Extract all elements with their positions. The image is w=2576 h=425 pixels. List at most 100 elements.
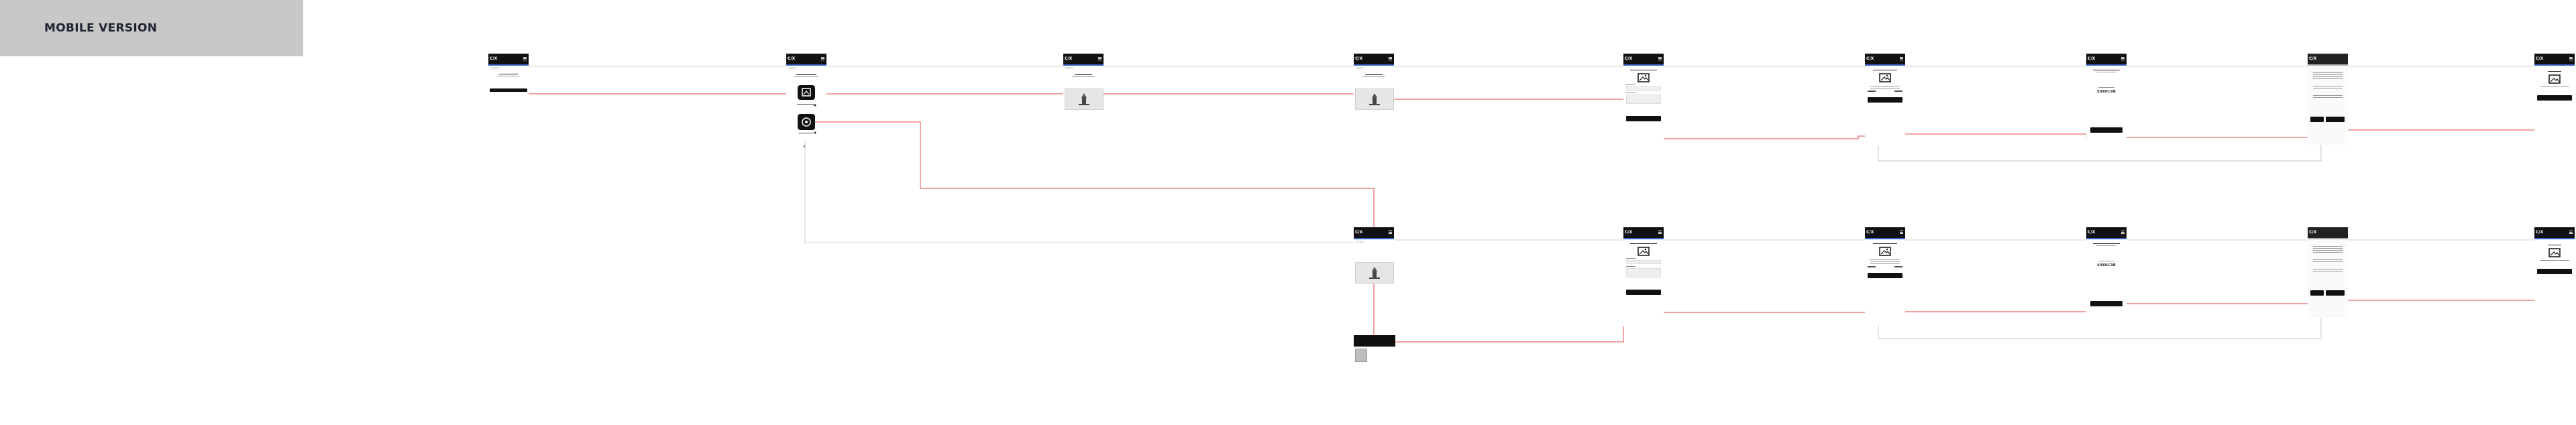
primary-button[interactable] [490, 88, 527, 92]
screen-subtitle [1362, 76, 1385, 77]
media-label [797, 104, 814, 105]
menu-icon[interactable] [1658, 57, 1662, 60]
app-header: C/X [1623, 54, 1664, 64]
screen-title [1630, 243, 1657, 244]
confirm-button[interactable] [1868, 273, 1902, 278]
app-header: C/X [2534, 54, 2575, 64]
description-line [2540, 260, 2569, 261]
text-field[interactable] [1626, 260, 1661, 264]
description-line [1870, 259, 1900, 260]
app-logo: C/X [490, 56, 498, 61]
breadcrumb [788, 67, 796, 69]
accent-bar [1865, 238, 1905, 239]
accent-bar [1623, 64, 1664, 66]
accent-bar [2086, 238, 2127, 239]
accent-bar [1063, 64, 1104, 66]
continue-button[interactable] [2090, 301, 2123, 306]
continue-button[interactable] [2090, 127, 2123, 133]
menu-icon[interactable] [2569, 231, 2573, 234]
menu-icon[interactable] [1658, 231, 1662, 234]
description-line [2313, 95, 2343, 96]
menu-icon[interactable] [1900, 231, 1903, 234]
description-line [2313, 246, 2343, 247]
mobile-screen: C/X [1623, 227, 1664, 317]
description-line [2540, 86, 2569, 87]
menu-icon[interactable] [523, 57, 527, 60]
app-header: C/X [1354, 54, 1394, 64]
app-logo: C/X [1625, 56, 1633, 61]
connector-line [815, 121, 1375, 229]
menu-icon[interactable] [2569, 57, 2573, 60]
menu-icon[interactable] [2121, 231, 2125, 234]
screen-title [1873, 243, 1897, 244]
screen-title [1365, 74, 1383, 75]
connector-line [1394, 326, 1624, 343]
description-line [2313, 78, 2343, 79]
image-placeholder-icon [1879, 73, 1891, 82]
secondary-button[interactable] [2310, 117, 2324, 122]
app-header: C/X [2534, 227, 2575, 238]
breadcrumb [1356, 67, 1364, 69]
camera-icon[interactable] [798, 114, 815, 130]
accent-bar [1354, 64, 1394, 66]
submit-button[interactable] [1626, 116, 1661, 121]
app-logo: C/X [1355, 230, 1363, 235]
connector-endpoint [814, 131, 816, 134]
menu-icon[interactable] [821, 57, 824, 60]
description-line [2313, 261, 2343, 262]
description-line [2313, 259, 2343, 260]
camera-view[interactable] [1355, 88, 1394, 110]
breadcrumb [1065, 67, 1073, 69]
app-header: C/X [786, 54, 826, 64]
app-logo: C/X [1625, 230, 1633, 235]
screen-subtitle [1072, 76, 1095, 77]
menu-icon[interactable] [1389, 57, 1392, 60]
capture-bar[interactable] [1354, 335, 1395, 347]
primary-button[interactable] [2326, 290, 2345, 296]
description-line [2313, 72, 2343, 73]
menu-icon[interactable] [1098, 57, 1102, 60]
menu-icon[interactable] [2121, 57, 2125, 60]
text-field[interactable] [1626, 86, 1661, 90]
camera-view[interactable] [1065, 88, 1104, 110]
captured-image-thumbnail[interactable] [1355, 349, 1367, 362]
text-field[interactable] [1626, 268, 1661, 278]
submit-button[interactable] [1626, 290, 1661, 295]
connector-line [1664, 135, 1865, 139]
mobile-screen: C/X [1354, 54, 1394, 94]
accent-bar [2308, 238, 2348, 239]
secondary-button[interactable] [2310, 290, 2324, 296]
image-scan-icon[interactable] [798, 85, 815, 100]
menu-icon[interactable] [1900, 57, 1903, 60]
camera-view[interactable] [1355, 262, 1394, 284]
description-line [2313, 252, 2343, 253]
menu-icon[interactable] [1389, 231, 1392, 234]
image-placeholder-icon [2548, 74, 2561, 84]
app-logo: C/X [2536, 56, 2544, 61]
description-line [2313, 250, 2343, 251]
mobile-screen: C/X [2308, 227, 2348, 318]
button-row [2310, 290, 2345, 296]
accent-bar [1623, 238, 1664, 239]
app-logo: C/X [2088, 230, 2096, 235]
mobile-screen: C/X [2534, 54, 2575, 134]
connector-line [1878, 143, 2322, 162]
image-placeholder-icon [1638, 73, 1650, 82]
mobile-screen: C/X [1623, 54, 1664, 143]
app-header: C/X [2308, 54, 2348, 64]
accent-bar [2534, 64, 2575, 66]
balance-value: 0.0000 CXB [2097, 90, 2116, 94]
flow-marker [804, 145, 805, 147]
confirm-button[interactable] [1868, 97, 1902, 103]
primary-button[interactable] [2326, 117, 2345, 122]
mobile-screen: C/X [1865, 227, 1905, 318]
connector-line [1878, 318, 2322, 339]
app-header: C/X [2086, 227, 2127, 238]
app-header: C/X [1865, 227, 1905, 238]
breadcrumb [1356, 241, 1364, 243]
primary-button[interactable] [2537, 95, 2572, 101]
primary-button[interactable] [2537, 269, 2572, 274]
app-header: C/X [1865, 54, 1905, 64]
text-field[interactable] [1626, 95, 1661, 104]
